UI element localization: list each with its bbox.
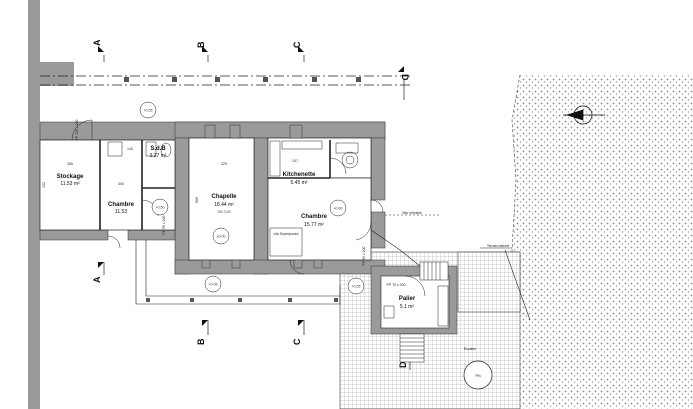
room-outlines bbox=[39, 137, 372, 261]
room-name-stockage: Stockage bbox=[57, 174, 84, 180]
section-label-a-bottom: A bbox=[92, 276, 102, 283]
room-area-palier: 5.1 m² bbox=[400, 304, 415, 310]
section-label-d-bottom: D bbox=[398, 361, 408, 368]
tree-label: Pin bbox=[475, 374, 480, 378]
room-area-sdb: 3.27 m² bbox=[150, 153, 167, 159]
bathroom-fixtures bbox=[107, 141, 172, 158]
label-pp-left: PP 100 x 200 bbox=[75, 119, 79, 140]
section-markers: A B C D A B C D bbox=[92, 39, 410, 368]
level-right: +0.60 bbox=[333, 207, 342, 211]
room-name-chambre-2: Chambre bbox=[301, 214, 328, 220]
level-bottom-right: +0.55 bbox=[351, 285, 360, 289]
north-arrow-icon bbox=[563, 105, 605, 125]
dim-stockage-depth: 432 bbox=[42, 182, 46, 188]
section-label-c-top: C bbox=[292, 41, 302, 48]
stairs bbox=[399, 261, 449, 363]
room-note-chapelle: SG 0.00 bbox=[217, 210, 230, 214]
room-area-chambre-2: 15.77 m² bbox=[304, 222, 324, 228]
dim-kitchenette-width: 247 bbox=[292, 159, 298, 163]
label-stair-note: Escalier bbox=[464, 347, 477, 351]
terrain-band bbox=[511, 74, 693, 409]
palier-block bbox=[370, 265, 458, 335]
section-lines bbox=[40, 55, 411, 370]
room-name-chambre-1: Chambre bbox=[108, 202, 135, 208]
path-outlines bbox=[135, 214, 531, 321]
dim-chambre-1-width: 300 bbox=[118, 182, 124, 186]
dim-chapelle-depth: 560 bbox=[195, 197, 199, 203]
dim-stockage-width: 266 bbox=[67, 162, 73, 166]
label-mur-existant: Mur existant bbox=[402, 211, 421, 215]
room-area-chambre-1: 11.53 bbox=[115, 209, 127, 215]
room-name-sdb: S.d.B bbox=[150, 146, 166, 152]
room-name-chapelle: Chapelle bbox=[211, 194, 237, 200]
label-pp-palier: PP 70 x 200 bbox=[386, 283, 405, 287]
section-label-c-bottom: C bbox=[292, 338, 302, 345]
room-area-kitchenette: 5.45 m² bbox=[291, 180, 308, 186]
label-pp-mid: PP 90 x 200 bbox=[162, 215, 166, 234]
tree: Pin bbox=[463, 360, 493, 390]
dim-sdb-width: 140 bbox=[127, 147, 133, 151]
section-label-b-bottom: B bbox=[196, 338, 206, 345]
section-label-b-top: B bbox=[196, 41, 206, 48]
column-markers bbox=[124, 77, 361, 302]
label-lits: Lits Superposés bbox=[273, 232, 298, 236]
room-name-kitchenette: Kitchenette bbox=[283, 172, 316, 178]
room-area-chapelle: 18.44 m² bbox=[214, 202, 234, 208]
doors bbox=[71, 119, 384, 275]
dim-chapelle-width: 329 bbox=[221, 162, 227, 166]
level-top: +0.55 bbox=[143, 109, 152, 113]
level-left: +0.50 bbox=[155, 206, 164, 210]
label-terrain: Terrain naturel bbox=[487, 244, 510, 248]
room-area-stockage: 11.53 m² bbox=[60, 181, 80, 187]
left-boundary-wall bbox=[28, 0, 74, 409]
kitchen-fixtures bbox=[269, 140, 359, 257]
level-texts: +0.55 +0.50 ±0.00 +0.60 +0.05 +0.55 bbox=[143, 109, 360, 289]
annotations: PP 100 x 200 PP 90 x 200 PP 70 x 200 PP … bbox=[75, 119, 509, 351]
section-label-a-top: A bbox=[92, 39, 102, 46]
level-markers bbox=[139, 101, 365, 295]
partitions bbox=[99, 140, 331, 230]
label-pp-kitchen: PP 90 x 200 bbox=[362, 246, 366, 265]
chapelle-details bbox=[201, 124, 323, 269]
room-labels: Stockage 11.53 m² 266 432 Chambre 11.53 … bbox=[42, 146, 416, 310]
level-bottom-left: +0.05 bbox=[208, 283, 217, 287]
room-name-palier: Palier bbox=[399, 296, 416, 302]
level-chapelle: ±0.00 bbox=[217, 235, 226, 239]
section-label-d: D bbox=[400, 74, 410, 81]
